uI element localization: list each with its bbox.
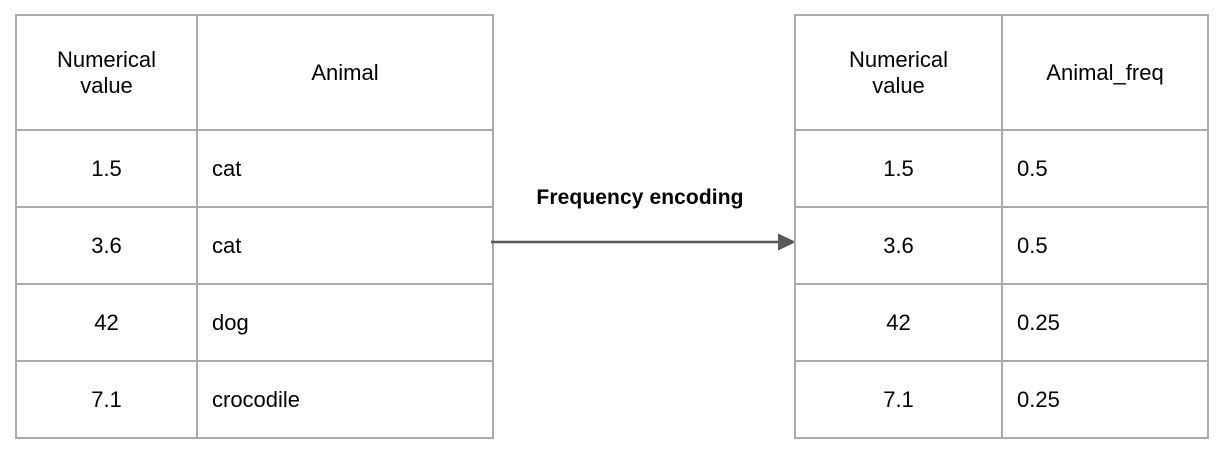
table-row: 1.5 0.5 [794, 129, 1209, 208]
source-table: Numerical value Animal 1.5 cat 3.6 cat 4… [15, 14, 494, 439]
result-cell-freq-2: 0.25 [1001, 283, 1209, 362]
result-cell-freq-1: 0.5 [1001, 206, 1209, 285]
header-line-1: Numerical [56, 46, 157, 72]
table-row: 3.6 0.5 [794, 206, 1209, 285]
result-cell-value-2: 42 [794, 283, 1003, 362]
result-cell-value-3: 7.1 [794, 360, 1003, 439]
header-line-2: value [80, 72, 133, 98]
table-row: 7.1 0.25 [794, 360, 1209, 439]
source-cell-animal-0: cat [196, 129, 494, 208]
table-row: 42 dog [15, 283, 494, 362]
table-row: 7.1 crocodile [15, 360, 494, 439]
source-cell-value-0: 1.5 [15, 129, 198, 208]
table-row: 1.5 cat [15, 129, 494, 208]
table-header-row: Numerical value Animal [15, 14, 494, 131]
header-line-1: Numerical [848, 46, 949, 72]
table-header-row: Numerical value Animal_freq [794, 14, 1209, 131]
result-table: Numerical value Animal_freq 1.5 0.5 3.6 … [794, 14, 1209, 439]
source-cell-value-2: 42 [15, 283, 198, 362]
result-cell-value-0: 1.5 [794, 129, 1003, 208]
source-header-numerical-value: Numerical value [15, 14, 198, 131]
right-arrow-icon [491, 233, 796, 251]
table-row: 3.6 cat [15, 206, 494, 285]
transform-group: Frequency encoding [490, 186, 798, 266]
table-row: 42 0.25 [794, 283, 1209, 362]
source-cell-animal-2: dog [196, 283, 494, 362]
source-cell-animal-1: cat [196, 206, 494, 285]
transform-label: Frequency encoding [536, 186, 744, 209]
source-cell-value-1: 3.6 [15, 206, 198, 285]
result-cell-freq-3: 0.25 [1001, 360, 1209, 439]
source-header-animal: Animal [196, 14, 494, 131]
header-line-2: value [872, 72, 925, 98]
result-header-numerical-value: Numerical value [794, 14, 1003, 131]
result-cell-freq-0: 0.5 [1001, 129, 1209, 208]
source-cell-animal-3: crocodile [196, 360, 494, 439]
result-header-animal-freq: Animal_freq [1001, 14, 1209, 131]
source-cell-value-3: 7.1 [15, 360, 198, 439]
result-cell-value-1: 3.6 [794, 206, 1003, 285]
